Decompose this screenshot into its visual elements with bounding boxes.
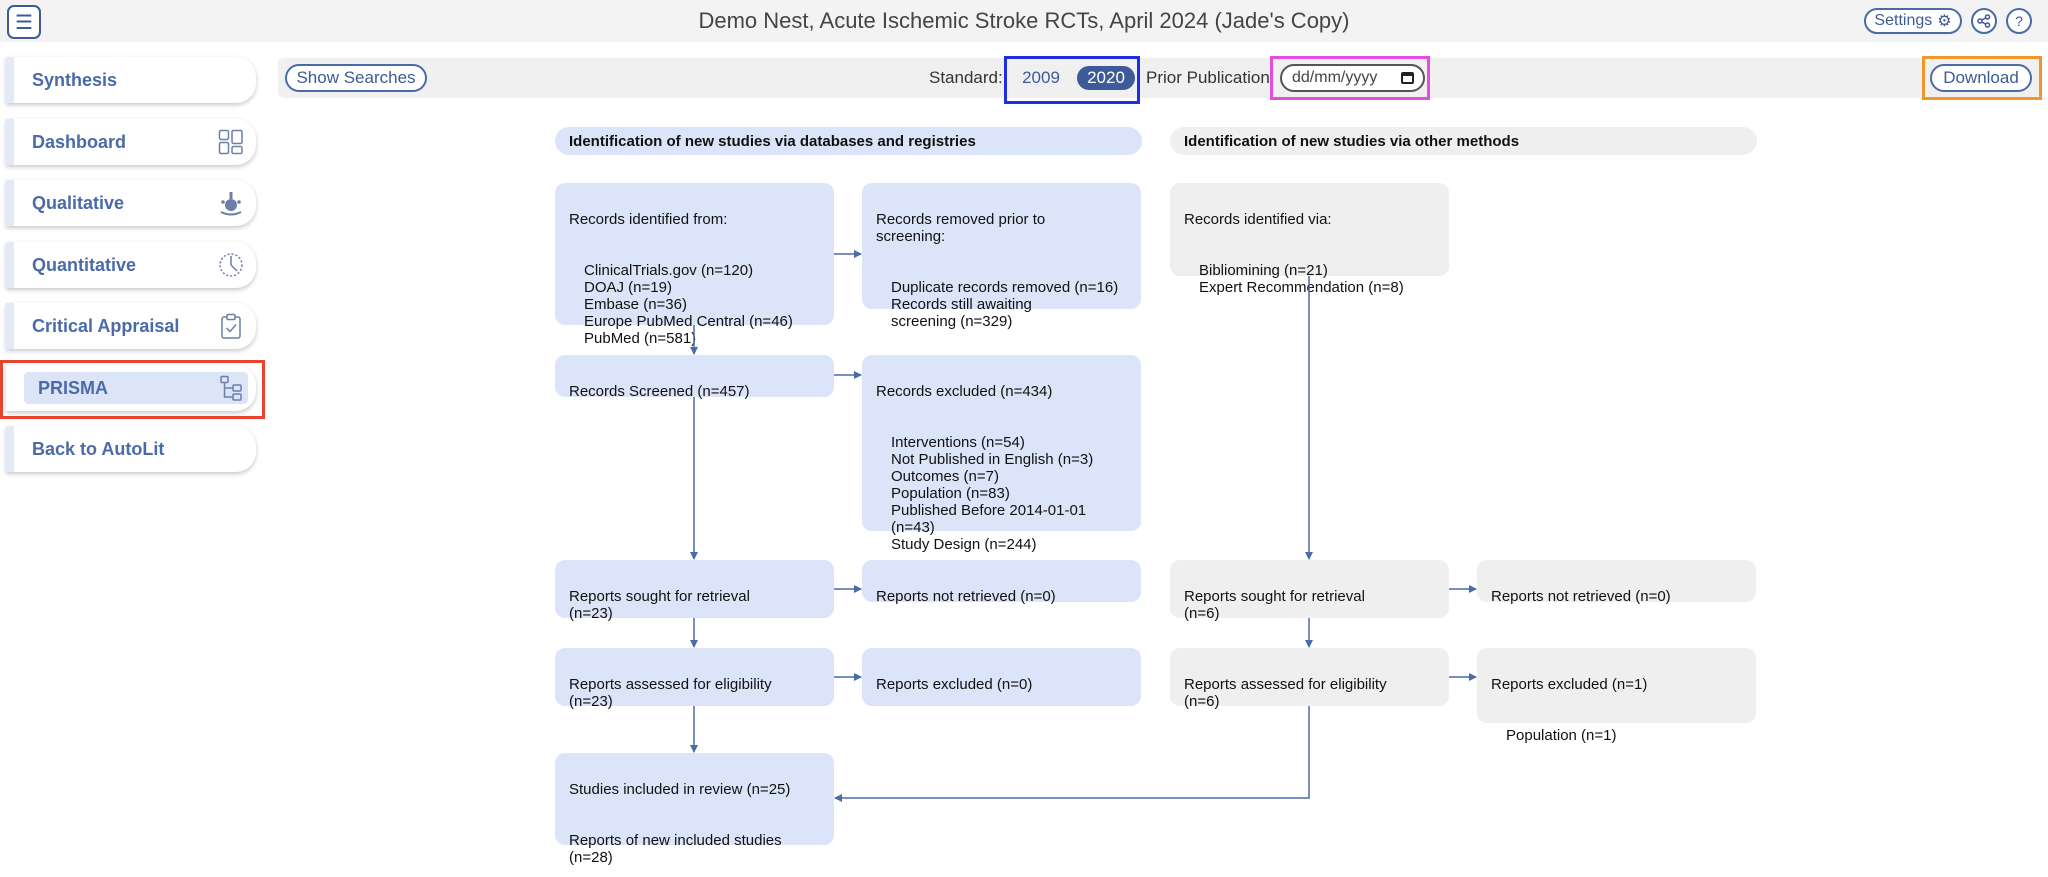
box-subtitle: Reports of new included studies (n=28) (569, 832, 782, 866)
box-items: Interventions (n=54) Not Published in En… (891, 434, 1094, 553)
box-title: Records removed prior to screening: (876, 211, 1046, 245)
sidebar-item-label: Qualitative (32, 193, 125, 213)
download-button[interactable]: Download (1930, 64, 2032, 92)
records-identified-box: Records identified from: ClinicalTrials.… (555, 183, 834, 347)
settings-button[interactable]: Settings ⚙ (1864, 8, 1962, 34)
box-items: ClinicalTrials.gov (n=120) DOAJ (n=19) E… (584, 262, 793, 347)
box-items: Duplicate records removed (n=16) Records… (891, 279, 1119, 330)
show-searches-button[interactable]: Show Searches (285, 64, 427, 92)
download-label: Download (1943, 68, 2019, 87)
hamburger-icon: ☰ (15, 11, 33, 34)
sidebar-item-label: Synthesis (32, 70, 118, 90)
standard-option-label: 2009 (1022, 68, 1060, 87)
reports-excluded-db-box: Reports excluded (n=0) (862, 648, 1141, 706)
sidebar-item-dashboard[interactable]: Dashboard (6, 119, 256, 165)
studies-included-box: Studies included in review (n=25) Report… (555, 753, 834, 866)
records-excluded-box: Records excluded (n=434) Interventions (… (862, 355, 1141, 553)
box-title: Records identified via: (1184, 211, 1332, 228)
sidebar-item-label: Dashboard (32, 132, 127, 152)
prior-publication-label: Prior Publication (1146, 68, 1270, 87)
share-button[interactable] (1971, 8, 1997, 34)
box-title: Reports sought for retrieval (n=23) (569, 588, 750, 622)
reports-not-retrieved-other-box: Reports not retrieved (n=0) (1477, 560, 1756, 605)
box-items: Population (n=1) (1506, 727, 1617, 744)
other-section-header: Identification of new studies via other … (1170, 127, 1757, 155)
flowchart-icon (220, 375, 242, 401)
menu-toggle-button[interactable]: ☰ (7, 5, 41, 39)
box-title: Studies included in review (n=25) (569, 781, 791, 798)
records-identified-via-box: Records identified via: Bibliomining (n=… (1170, 183, 1449, 296)
sidebar-item-label: Quantitative (32, 255, 137, 275)
qualitative-icon (220, 192, 242, 216)
help-icon: ? (2015, 13, 2023, 29)
show-searches-label: Show Searches (296, 68, 416, 87)
clipboard-check-icon (221, 313, 241, 339)
box-items: Bibliomining (n=21) Expert Recommendatio… (1199, 262, 1404, 296)
reports-assessed-db-box: Reports assessed for eligibility (n=23) (555, 648, 834, 710)
records-removed-box: Records removed prior to screening: Dupl… (862, 183, 1141, 330)
sidebar-item-label: Back to AutoLit (32, 439, 165, 459)
date-input-frame (1270, 56, 1430, 100)
standard-option-2020[interactable]: 2020 (1077, 66, 1135, 90)
gear-icon: ⚙ (1937, 13, 1952, 30)
standard-option-2009[interactable]: 2009 (1016, 66, 1066, 90)
active-item-highlight (24, 372, 248, 404)
box-title: Records excluded (n=434) (876, 383, 1053, 400)
date-placeholder: dd/mm/yyyy (1292, 69, 1378, 86)
sidebar-item-quantitative[interactable]: Quantitative (6, 242, 256, 288)
top-bar: ☰ Demo Nest, Acute Ischemic Stroke RCTs,… (0, 0, 2048, 42)
prior-publication-date-input[interactable]: dd/mm/yyyy (1280, 64, 1425, 92)
help-button[interactable]: ? (2006, 8, 2032, 34)
box-title: Reports excluded (n=0) (876, 676, 1033, 693)
calendar-icon[interactable] (1401, 72, 1414, 84)
reports-sought-other-box: Reports sought for retrieval (n=6) (1170, 560, 1449, 622)
box-title: Reports assessed for eligibility (n=23) (569, 676, 772, 710)
box-title: Reports sought for retrieval (n=6) (1184, 588, 1365, 622)
reports-excluded-other-box: Reports excluded (n=1) Population (n=1) (1477, 648, 1756, 744)
sidebar-item-label: Critical Appraisal (32, 316, 180, 336)
reports-not-retrieved-db-box: Reports not retrieved (n=0) (862, 560, 1141, 605)
box-title: Reports not retrieved (n=0) (1491, 588, 1671, 605)
standard-label: Standard: (929, 68, 1003, 87)
prisma-toolbar (278, 58, 2040, 98)
box-title: Reports excluded (n=1) (1491, 676, 1648, 693)
sidebar-item-label: PRISMA (38, 378, 109, 398)
db-section-header: Identification of new studies via databa… (555, 127, 1142, 155)
sidebar-item-prisma[interactable]: PRISMA (6, 365, 256, 411)
prisma-highlight-frame (0, 360, 265, 419)
standard-option-label: 2020 (1087, 68, 1125, 87)
share-icon (1977, 14, 1991, 28)
arrow-other-assessed-to-included (834, 706, 1310, 802)
reports-sought-db-box: Reports sought for retrieval (n=23) (555, 560, 834, 622)
sidebar-item-qualitative[interactable]: Qualitative (6, 180, 256, 226)
download-frame (1922, 56, 2042, 100)
sidebar-item-back-to-autolit[interactable]: Back to AutoLit (6, 426, 256, 472)
records-screened-box: Records Screened (n=457) (555, 355, 834, 400)
sidebar-item-synthesis[interactable]: Synthesis (6, 57, 256, 103)
reports-assessed-other-box: Reports assessed for eligibility (n=6) (1170, 648, 1449, 710)
box-title: Reports not retrieved (n=0) (876, 588, 1056, 605)
sidebar-item-critical-appraisal[interactable]: Critical Appraisal (6, 303, 256, 349)
settings-label: Settings (1874, 12, 1933, 29)
box-title: Records identified from: (569, 211, 728, 228)
dashboard-icon (218, 129, 243, 155)
box-title: Records Screened (n=457) (569, 383, 750, 400)
quantitative-icon (219, 253, 243, 277)
standard-toggle-frame (1004, 56, 1140, 104)
box-title: Reports assessed for eligibility (n=6) (1184, 676, 1387, 710)
page-title: Demo Nest, Acute Ischemic Stroke RCTs, A… (698, 8, 1350, 33)
